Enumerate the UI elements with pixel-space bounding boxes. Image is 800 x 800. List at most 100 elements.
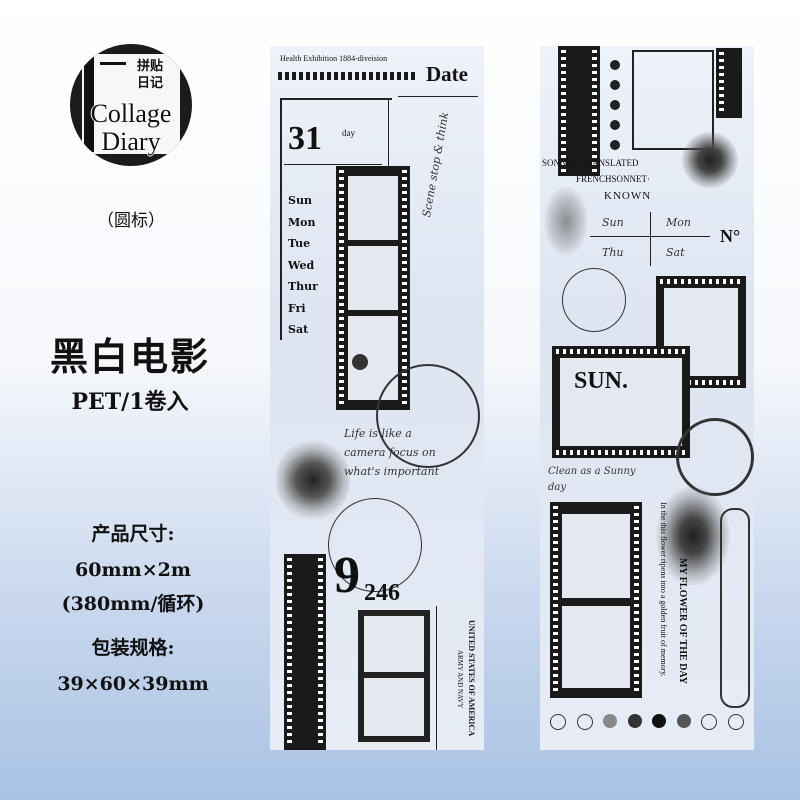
strip1-day-rule — [284, 164, 382, 165]
film-holes-left — [287, 558, 292, 746]
size-note: (380mm/循环) — [61, 593, 205, 615]
weekday: Mon — [288, 215, 316, 229]
strip1-rule-vertical — [436, 606, 437, 750]
moon-phase-icon — [603, 714, 618, 728]
moon-dot — [610, 100, 620, 110]
film-frame — [364, 678, 424, 736]
moon-phase-icon — [550, 714, 566, 730]
weekday: Thur — [288, 280, 318, 293]
moon-dot — [610, 120, 620, 130]
strip2-number-mark: N° — [720, 226, 741, 246]
moon-dot — [610, 140, 620, 150]
strip2-vertical-title: MY FLOWER OF THE DAY — [677, 558, 688, 684]
coffee-ring — [376, 364, 480, 468]
film-holes-top — [660, 279, 742, 284]
film-holes-left — [561, 50, 566, 172]
film-frame — [348, 246, 398, 310]
strip1-day-number: 31 — [288, 120, 322, 157]
strip1-day-word: day — [342, 128, 355, 138]
ink-stain — [544, 186, 588, 256]
pack-label: 包装规格: — [91, 637, 175, 659]
badge-paper — [82, 54, 180, 154]
film-holes-bottom — [556, 450, 686, 455]
ink-splash — [682, 132, 738, 188]
film-holes-right — [634, 506, 639, 694]
strip1-header: Health Exhibition 1884-diveision — [280, 54, 388, 63]
weekday: Tue — [288, 237, 311, 250]
badge-film-strip — [84, 56, 94, 152]
weekday: Sun — [288, 194, 312, 207]
film-holes-left — [553, 506, 558, 694]
strip2-frame-box — [632, 50, 714, 150]
coffee-ring — [562, 268, 626, 332]
film-holes-right — [592, 50, 597, 172]
strip1-header-bar — [278, 72, 418, 80]
strip2-sun-label: SUN. — [574, 368, 629, 394]
moon-phase-icon — [576, 714, 593, 730]
strip2-film-small — [716, 48, 742, 118]
badge-sticker: 拼贴 日记 Collage Diary — [70, 44, 192, 166]
strip2-sonnet-line3: KNOWN — [604, 190, 652, 202]
ink-splash — [276, 438, 350, 522]
strip1-number-big: 9 — [334, 547, 360, 604]
film-holes-bottom — [660, 380, 742, 385]
product-title: 黑白电影 — [49, 334, 210, 379]
badge-cn-text: 拼贴 日记 — [130, 58, 170, 92]
film-frame — [562, 514, 630, 598]
film-holes-right — [318, 558, 323, 746]
strip2-sonnet-line1: SONNET·TRANSLATED — [542, 158, 639, 168]
moon-phase-icon — [652, 714, 667, 728]
moon-phases — [550, 714, 744, 732]
film-frame — [364, 616, 424, 672]
strip2-vertical-text: In the this flower ripens into a golden … — [659, 502, 668, 677]
badge-en-line2: Diary — [101, 127, 161, 156]
strip1-number-small: 246 — [364, 580, 400, 606]
badge-cn-line1: 拼贴 — [136, 59, 163, 74]
weekday: Sat — [288, 323, 309, 336]
film-holes-left — [339, 170, 344, 406]
product-subtitle: PET/1卷入 — [71, 389, 189, 415]
strip1-frame-left — [280, 100, 282, 340]
ink-dot — [352, 354, 368, 370]
ink-splash — [656, 486, 730, 586]
strip1-rule — [280, 98, 392, 100]
size-label: 产品尺寸: — [91, 523, 175, 545]
strip2-day: Sun — [602, 216, 624, 229]
tape-strip-left: Health Exhibition 1884-diveision Date 31… — [270, 46, 484, 750]
moon-phase-icon — [727, 714, 744, 730]
coffee-ring-2 — [676, 418, 754, 496]
strip1-stamp-sub: ARMY AND NAVY — [456, 650, 464, 709]
moon-dot — [610, 60, 620, 70]
badge-line — [100, 62, 126, 65]
badge-cn-line2: 日记 — [136, 76, 163, 91]
film-holes-top — [556, 349, 686, 354]
tape-strip-right: SONNET·TRANSLATED FRENCHSONNET· KNOWN Su… — [540, 46, 754, 750]
badge-en-line1: Collage — [90, 99, 172, 128]
strip2-grid-v — [650, 212, 651, 266]
moon-dot — [610, 80, 620, 90]
strip1-rule-2 — [398, 96, 478, 97]
strip2-film-sun — [552, 346, 690, 458]
film-frame — [560, 358, 682, 446]
film-holes-right — [402, 170, 407, 406]
badge-caption: （圆标） — [97, 211, 165, 231]
moon-phase-icon — [701, 714, 718, 730]
strip2-film-top — [558, 46, 600, 176]
strip2-script-clean: Clean as a Sunny day — [548, 466, 636, 493]
strip2-capsule-frame — [720, 508, 750, 708]
strip2-sonnet-line2: FRENCHSONNET· — [576, 174, 651, 184]
size-value: 60mm×2m — [75, 559, 191, 581]
strip1-script-vertical: Scene stop & think — [420, 111, 452, 219]
strip1-script-quote: Life is like a camera focus on what's im… — [344, 427, 439, 478]
moon-phase-icon — [627, 714, 642, 728]
strip2-film-bottom — [550, 502, 642, 698]
strip2-day: Sat — [666, 246, 685, 259]
moon-phase-icon — [676, 714, 691, 728]
strip1-weekday-list: Sun Mon Tue Wed Thur Fri Sat — [288, 190, 318, 341]
film-frame — [562, 606, 630, 688]
pack-value: 39×60×39mm — [57, 673, 209, 695]
strip1-date-label: Date — [426, 62, 468, 86]
film-frame — [348, 176, 398, 240]
strip1-film-bottom — [284, 554, 326, 750]
badge-en-text: Collage Diary — [82, 100, 180, 156]
